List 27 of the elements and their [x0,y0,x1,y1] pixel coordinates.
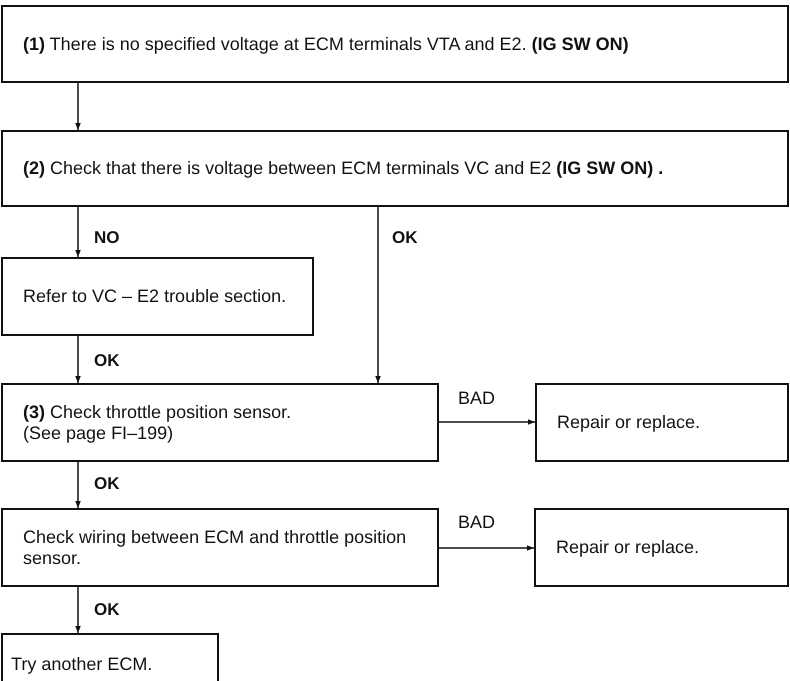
arrow [75,207,81,257]
process-box [1,5,789,83]
edge-label: BAD [456,389,498,407]
step-text: Try another ECM. [11,654,154,674]
process-box [1,633,219,681]
process-box [534,508,789,587]
arrow [439,419,535,425]
process-box [1,257,314,336]
arrow [75,587,81,633]
step-text: (2) Check that there is voltage between ECM terminals VC and E2 (IG SW ON) . [23,158,664,179]
step-text: (3) Check throttle position sensor. [23,402,292,422]
process-box [535,383,789,462]
process-box [1,383,439,462]
step-text: Check wiring between ECM and throttle position sensor. [23,526,408,568]
step-text: Refer to VC – E2 trouble section. [23,286,288,307]
step-text: (1) There is no specified voltage at ECM terminals VTA and E2. (IG SW ON) [23,34,630,54]
edge-label: BAD [456,513,498,531]
arrow [375,207,381,383]
arrow [75,83,81,130]
process-box [1,130,789,207]
step-text: Repair or replace. [556,537,700,558]
step-text: (See page FI–199) [23,422,174,444]
arrow [439,545,534,551]
arrow [75,336,81,383]
process-box [1,508,439,587]
step-text: Repair or replace. [557,412,702,433]
arrow [75,462,81,508]
